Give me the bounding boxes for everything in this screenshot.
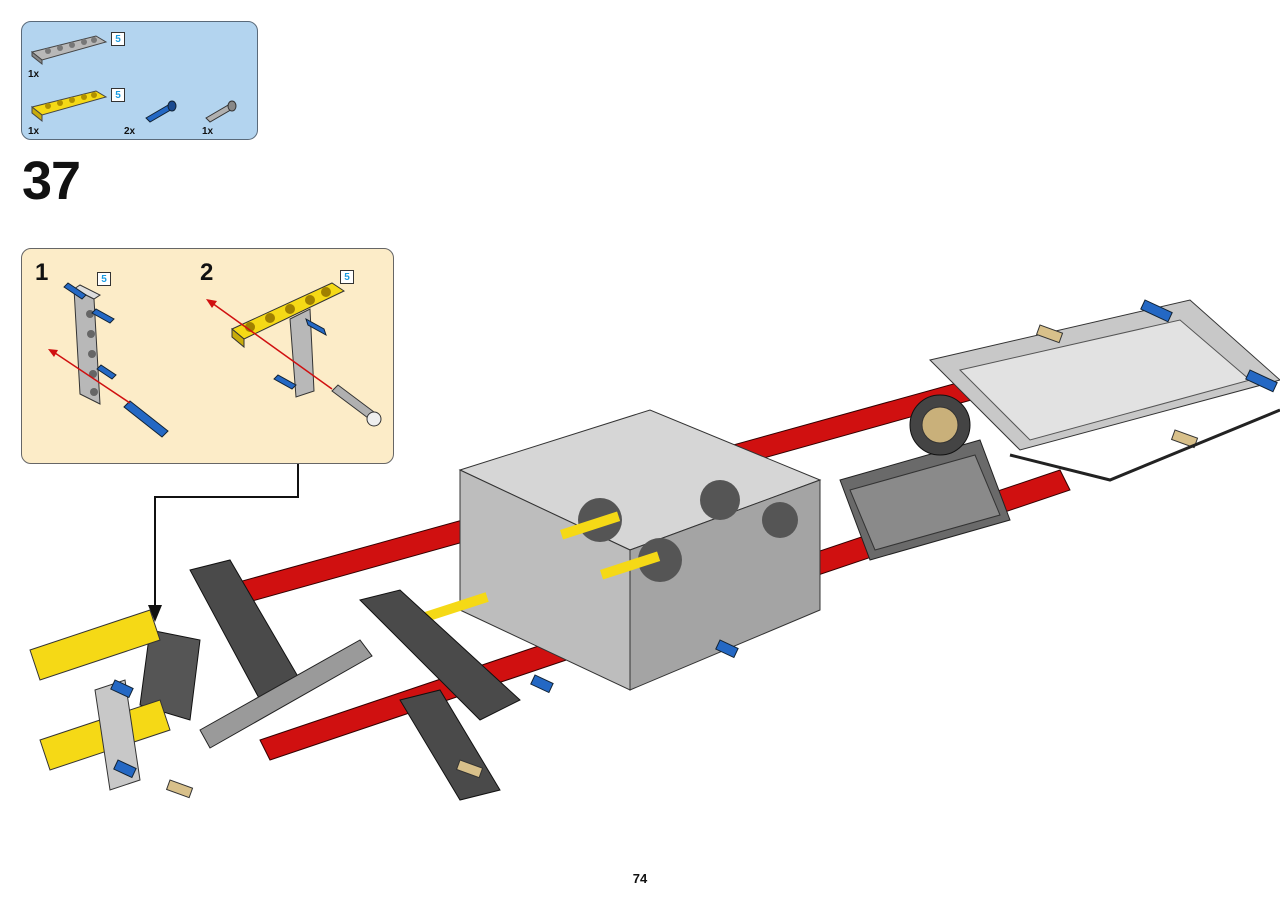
axle-pin-quantity: 1x bbox=[202, 126, 214, 137]
gray-axle-pin-icon bbox=[205, 100, 237, 123]
blue-pin-quantity: 2x bbox=[124, 126, 136, 137]
blue-pin-icon bbox=[145, 100, 177, 123]
substep-2-illustration bbox=[206, 282, 382, 427]
gray-beam-5-icon bbox=[30, 35, 108, 66]
substep-1-number: 1 bbox=[35, 259, 49, 286]
page-number: 74 bbox=[632, 871, 648, 886]
gray-beam-length-badge: 5 bbox=[111, 32, 125, 46]
substep-1-length-badge: 5 bbox=[97, 272, 111, 286]
step-number: 37 bbox=[22, 151, 81, 211]
substep-2-length-badge: 5 bbox=[340, 270, 354, 284]
gray-beam-quantity: 1x bbox=[28, 69, 40, 80]
yellow-beam-5-icon bbox=[30, 90, 108, 123]
yellow-beam-length-badge: 5 bbox=[111, 88, 125, 102]
substep-1-illustration bbox=[48, 282, 169, 438]
substep-2-number: 2 bbox=[200, 259, 214, 286]
parts-list-panel: 5 1x 5 1x 2x 1x bbox=[21, 21, 258, 140]
yellow-beam-quantity: 1x bbox=[28, 126, 40, 137]
substep-panel: 1 5 2 5 bbox=[21, 248, 394, 464]
